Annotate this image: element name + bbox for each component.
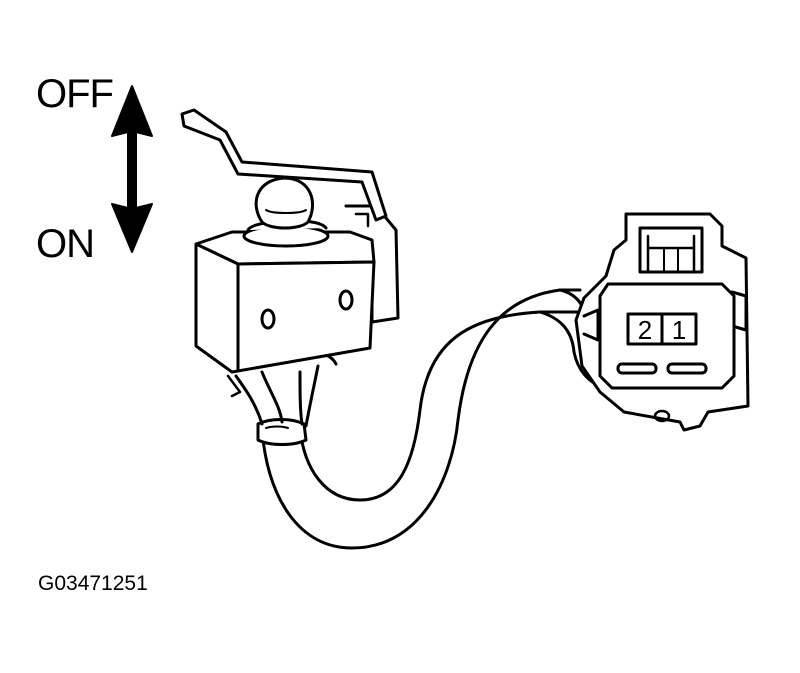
pin-box-1: [660, 312, 698, 346]
off-label: OFF: [36, 72, 114, 116]
switch-lever: [180, 108, 388, 222]
on-label: ON: [36, 222, 95, 266]
pin-label-1: 1: [672, 315, 686, 345]
connector-housing: [574, 212, 750, 432]
mount-hole-right: [338, 289, 354, 311]
wire-harness: [226, 288, 602, 550]
pin-box-2: [626, 312, 664, 346]
pin-label-2: 2: [638, 315, 652, 345]
figure-id: G03471251: [38, 572, 148, 595]
micro-switch: [194, 176, 400, 374]
mount-hole-left: [260, 308, 276, 330]
double-arrow-vertical-icon: [111, 85, 153, 253]
